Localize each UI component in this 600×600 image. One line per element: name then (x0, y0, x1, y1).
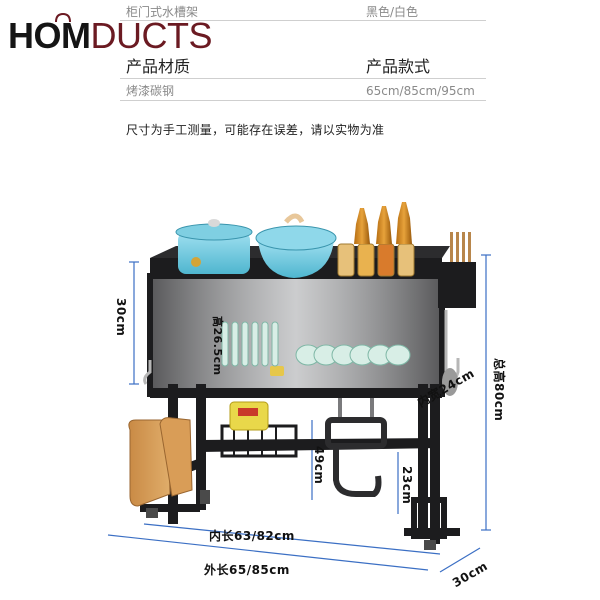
plates (221, 321, 411, 367)
dim-drain-height: 49cm (312, 446, 326, 485)
header-line-top (120, 20, 486, 21)
dim-outer-length: 外长65/85cm (204, 563, 290, 577)
brand-logo-part1: HOM (8, 15, 91, 56)
brand-logo-part2: DUCTS (90, 15, 213, 56)
shopping-bag-icon (55, 12, 71, 23)
pots (175, 213, 337, 278)
measurement-note: 尺寸为手工测量，可能存在误差，请以实物为准 (126, 123, 385, 137)
spice-bottles (337, 202, 415, 277)
utensil-holder (143, 232, 476, 396)
dim-left-height: 30cm (114, 298, 128, 337)
cutting-board (128, 417, 193, 507)
sponge-basket (220, 401, 298, 458)
drain-holder (325, 398, 387, 497)
dim-inner-height: 高26.5cm (211, 316, 224, 376)
header-style-label: 产品款式 (366, 57, 431, 76)
header-line-mid (120, 78, 486, 79)
header-material-value: 烤漆碳钢 (126, 84, 175, 98)
dim-inner-length: 内长63/82cm (209, 529, 295, 543)
brand-logo: HOMDUCTS (8, 18, 212, 54)
dim-lower-height: 23cm (400, 466, 414, 505)
header-line-bottom (120, 100, 486, 101)
dim-total-height: 总高80cm (492, 358, 506, 422)
dimension-lines (107, 254, 491, 573)
header-material-label: 产品材质 (126, 57, 191, 76)
header-color-value: 黑色/白色 (366, 5, 419, 19)
header-style-value: 65cm/85cm/95cm (366, 84, 475, 98)
header-product-name: 柜门式水槽架 (126, 5, 199, 19)
